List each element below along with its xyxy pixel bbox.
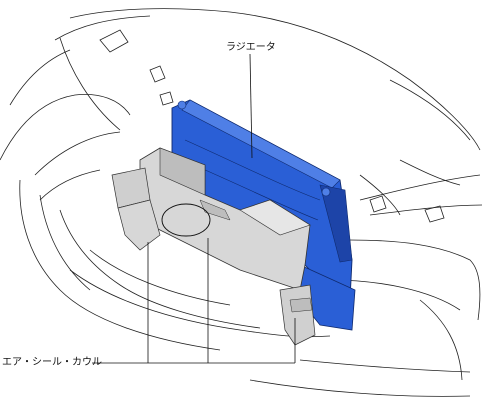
leader-lines bbox=[92, 53, 296, 364]
vehicle-body-outline bbox=[0, 8, 482, 397]
cowl-highlight-circle bbox=[161, 203, 211, 237]
air-seal-cowl bbox=[111, 147, 316, 346]
air-seal-cowl-label: エア・シール・カウル bbox=[2, 357, 102, 368]
radiator-label: ラジエータ bbox=[226, 42, 276, 53]
